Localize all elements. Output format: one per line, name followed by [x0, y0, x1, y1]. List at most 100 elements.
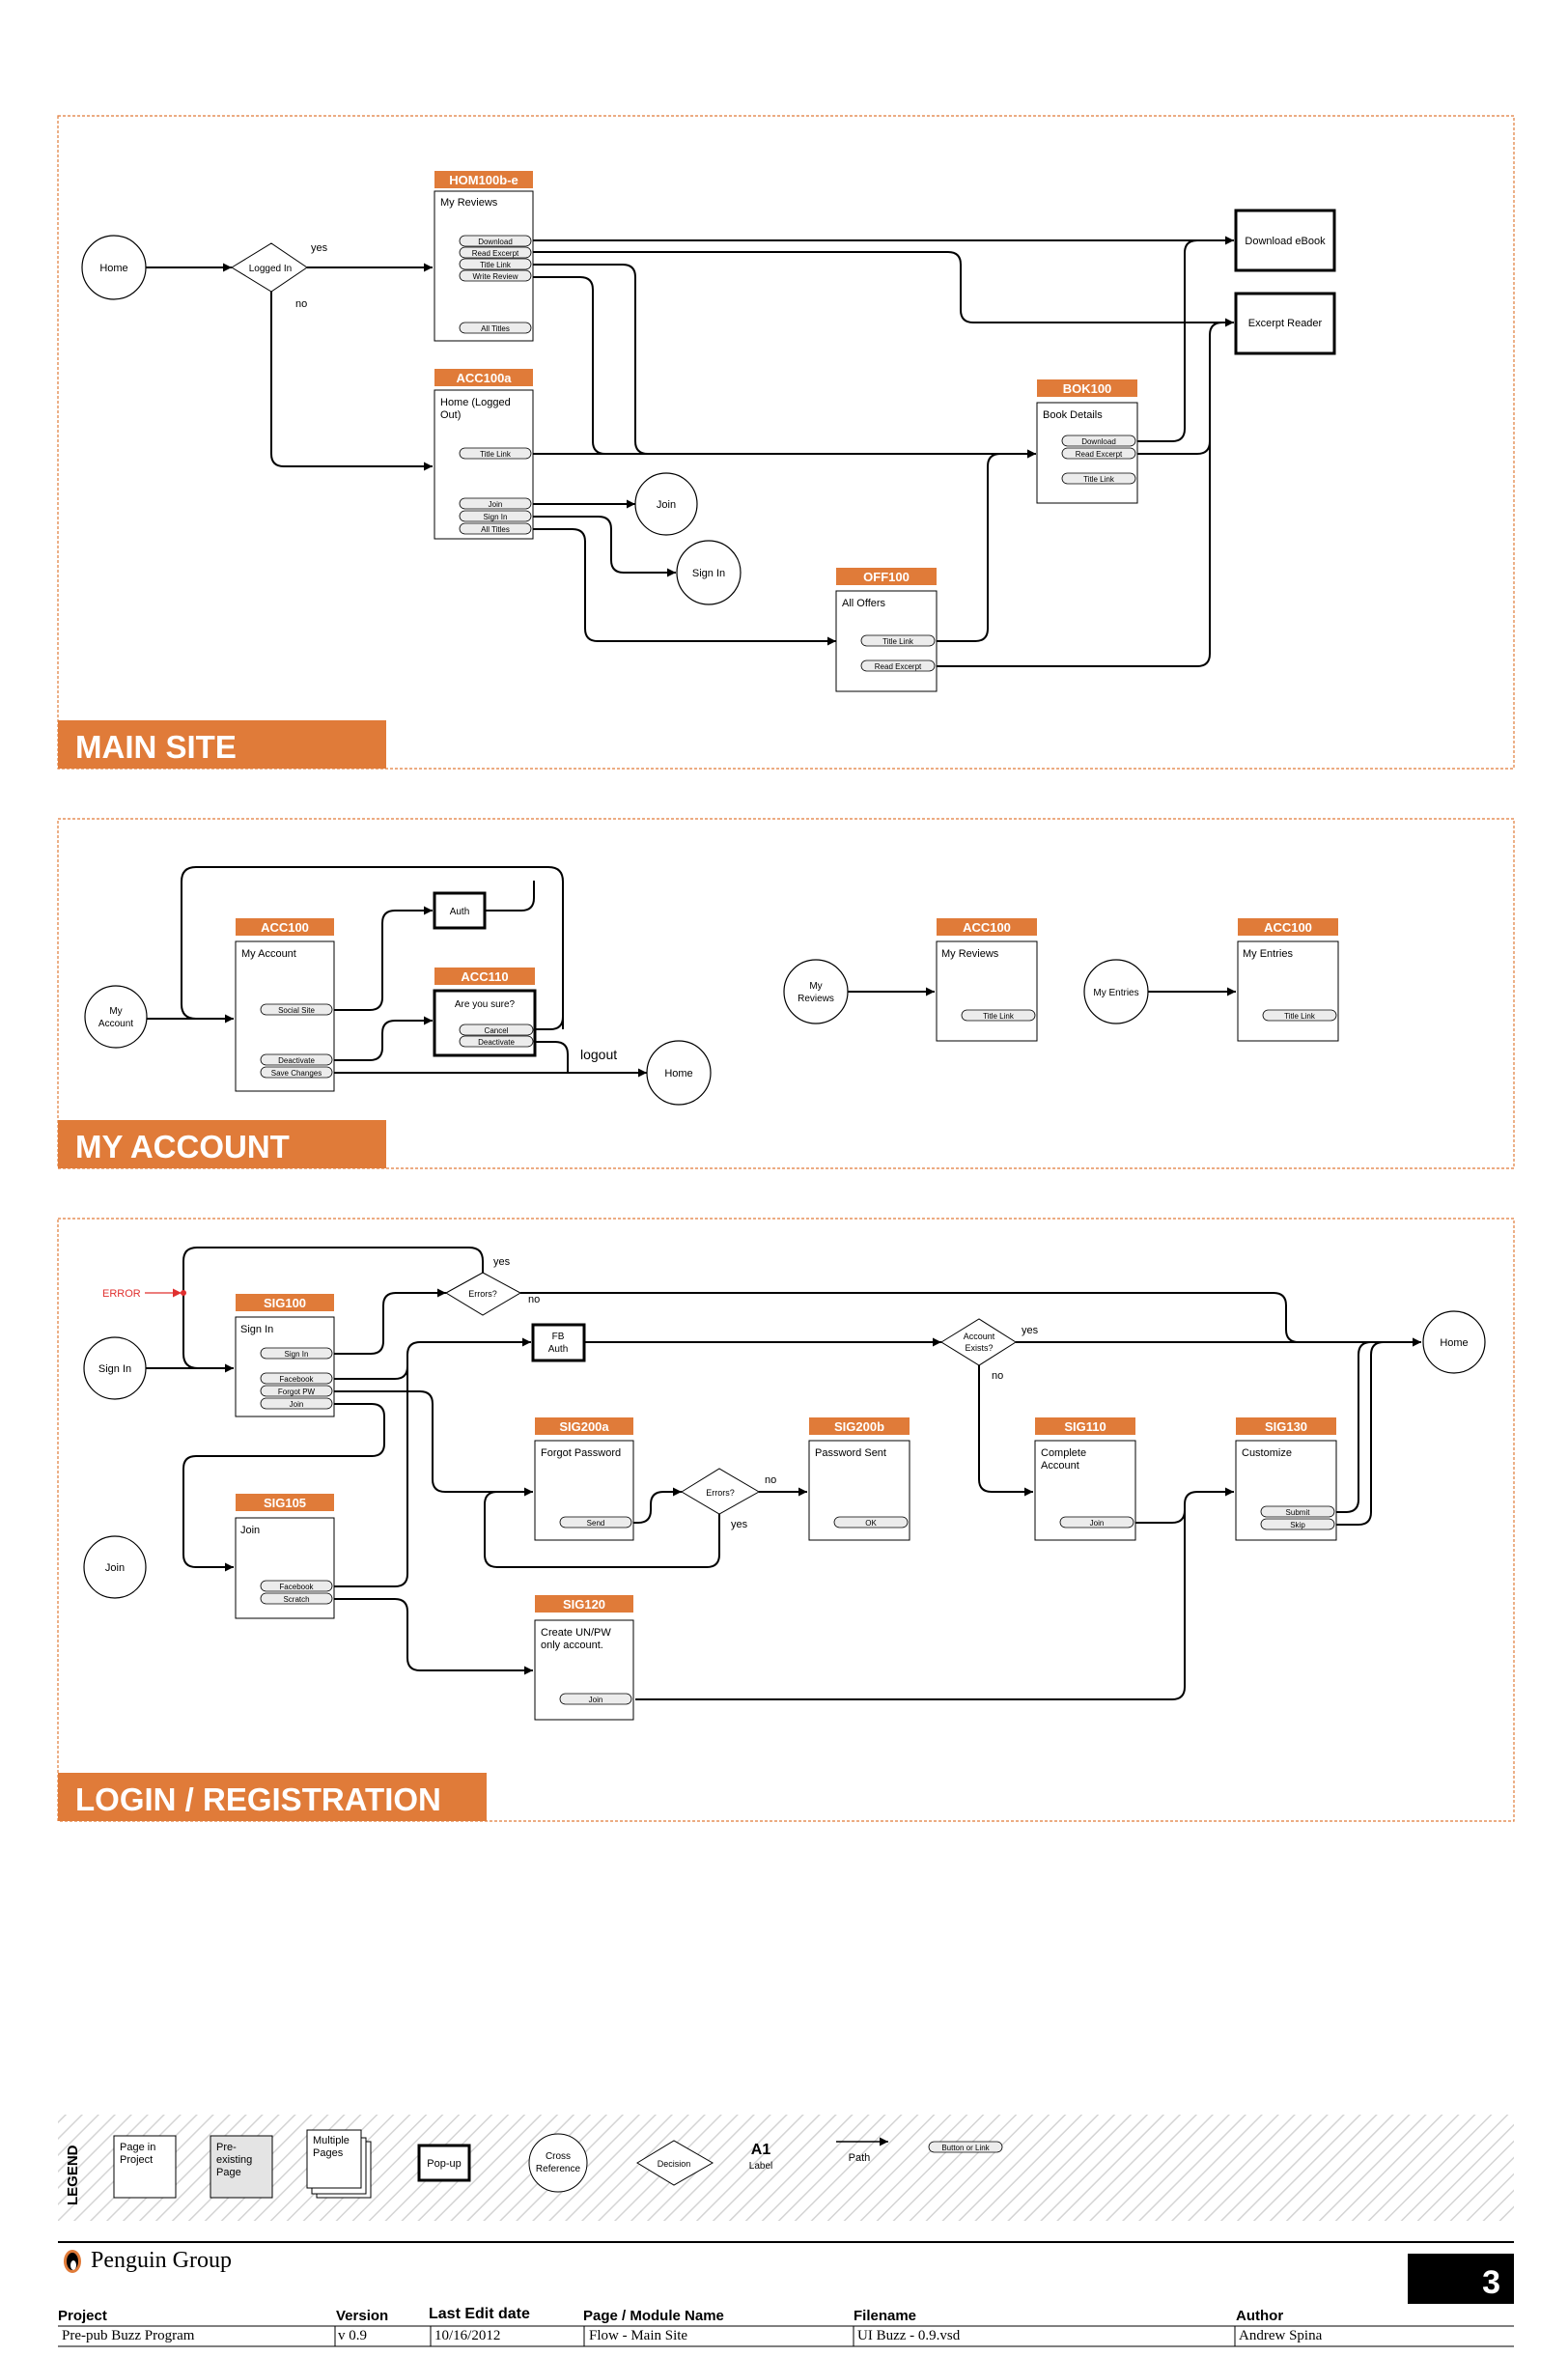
button-read-excerpt[interactable]: Read Excerpt — [1061, 447, 1136, 460]
button-cancel[interactable]: Cancel — [459, 1024, 534, 1036]
path-facebook-to-fb-auth — [334, 1337, 531, 1380]
account-exists-decision: Account Exists? — [940, 1318, 1017, 1366]
button-skip[interactable]: Skip — [1260, 1518, 1335, 1530]
path-hom-read-excerpt — [531, 251, 1234, 327]
button-facebook[interactable]: Facebook — [260, 1580, 333, 1592]
main-site-title: MAIN SITE — [75, 729, 237, 765]
button-download[interactable]: Download — [1061, 435, 1136, 447]
path-no-to-acc100a — [270, 292, 433, 471]
button-title-link[interactable]: Title Link — [459, 258, 532, 270]
svg-text:Download: Download — [1081, 437, 1116, 446]
my-account-node[interactable]: My Account — [84, 985, 148, 1049]
auth-popup[interactable]: Auth — [433, 891, 487, 930]
penguin-logo-icon — [64, 2250, 81, 2273]
svg-text:Deactivate: Deactivate — [278, 1056, 315, 1065]
legend-popup: Pop-up — [417, 2144, 471, 2182]
button-join[interactable]: Join — [260, 1397, 333, 1410]
page-acc100-my-reviews: ACC100 My Reviews Title Link — [936, 918, 1038, 1042]
svg-text:Save Changes: Save Changes — [271, 1069, 322, 1078]
home-node[interactable]: Home — [1422, 1310, 1486, 1374]
main-site-frame — [57, 115, 1515, 770]
button-read-excerpt[interactable]: Read Excerpt — [860, 659, 936, 672]
svg-text:Facebook: Facebook — [279, 1583, 314, 1591]
footer-version-header: Version — [336, 2308, 389, 2324]
button-title-link[interactable]: Title Link — [1061, 472, 1136, 485]
join-node[interactable]: Join — [634, 472, 698, 536]
svg-text:Reviews: Reviews — [798, 994, 834, 1004]
my-account-title: MY ACCOUNT — [75, 1129, 290, 1164]
svg-text:Complete: Complete — [1041, 1447, 1086, 1459]
svg-text:Title Link: Title Link — [1083, 475, 1115, 484]
button-title-link[interactable]: Title Link — [459, 447, 532, 460]
hom100b-e-title: My Reviews — [440, 197, 498, 209]
account-exists-yes-label: yes — [1022, 1325, 1039, 1336]
svg-text:Join: Join — [657, 499, 676, 511]
button-join[interactable]: Join — [1059, 1516, 1134, 1529]
legend-button-or-link: Button or Link — [928, 2141, 1003, 2153]
button-send[interactable]: Send — [559, 1516, 632, 1529]
button-read-excerpt[interactable]: Read Excerpt — [459, 246, 532, 259]
button-join[interactable]: Join — [459, 497, 532, 510]
button-save-changes[interactable]: Save Changes — [260, 1066, 333, 1079]
button-all-titles[interactable]: All Titles — [459, 322, 532, 334]
button-write-review[interactable]: Write Review — [459, 269, 532, 282]
footer-column-dividers — [334, 2326, 1236, 2346]
button-ok[interactable]: OK — [833, 1516, 909, 1529]
button-title-link[interactable]: Title Link — [860, 634, 936, 647]
path-errors-yes-loop-back — [484, 1491, 720, 1568]
button-submit[interactable]: Submit — [1260, 1505, 1335, 1518]
button-deactivate[interactable]: Deactivate — [459, 1035, 534, 1048]
svg-text:Errors?: Errors? — [468, 1289, 497, 1299]
svg-text:Forgot Password: Forgot Password — [541, 1447, 621, 1459]
button-title-link[interactable]: Title Link — [961, 1009, 1036, 1022]
my-reviews-node[interactable]: My Reviews — [783, 959, 849, 1024]
button-scratch[interactable]: Scratch — [260, 1592, 333, 1605]
svg-text:existing: existing — [216, 2154, 252, 2166]
fb-auth-popup[interactable]: FB Auth — [531, 1323, 586, 1362]
page-acc100-my-entries: ACC100 My Entries Title Link — [1237, 918, 1339, 1042]
page-off100: OFF100 All Offers Title Link Read Excerp… — [835, 568, 938, 692]
button-deactivate[interactable]: Deactivate — [260, 1053, 333, 1066]
footer-project-value: Pre-pub Buzz Program — [62, 2328, 195, 2343]
svg-text:All Offers: All Offers — [842, 598, 886, 609]
footer-author-value: Andrew Spina — [1239, 2328, 1323, 2343]
sign-in-node[interactable]: Sign In — [676, 540, 742, 605]
path-social-to-auth — [334, 906, 433, 1011]
svg-text:SIG200b: SIG200b — [834, 1419, 884, 1434]
button-forgot-pw[interactable]: Forgot PW — [260, 1385, 333, 1397]
button-sign-in[interactable]: Sign In — [260, 1347, 333, 1360]
login-diagram — [146, 1247, 1421, 1700]
button-join[interactable]: Join — [559, 1693, 632, 1705]
button-sign-in[interactable]: Sign In — [459, 510, 532, 522]
svg-text:Join: Join — [105, 1562, 125, 1574]
button-social-site[interactable]: Social Site — [260, 1003, 333, 1016]
home-node[interactable]: Home — [646, 1040, 712, 1106]
legend-label: A1 Label — [749, 2142, 772, 2172]
hom100b-e-code: HOM100b-e — [449, 173, 518, 187]
home-node[interactable]: Home — [81, 235, 147, 300]
svg-text:SIG100: SIG100 — [264, 1296, 306, 1310]
svg-text:My Entries: My Entries — [1093, 988, 1138, 998]
join-node[interactable]: Join — [83, 1535, 147, 1599]
excerpt-reader-popup[interactable]: Excerpt Reader — [1234, 292, 1336, 355]
svg-text:Decision: Decision — [658, 2159, 691, 2169]
button-all-titles[interactable]: All Titles — [459, 522, 532, 535]
sign-in-node[interactable]: Sign In — [83, 1336, 147, 1400]
svg-text:Are you sure?: Are you sure? — [455, 999, 516, 1010]
button-title-link[interactable]: Title Link — [1262, 1009, 1337, 1022]
button-facebook[interactable]: Facebook — [260, 1372, 333, 1385]
forgot-errors-yes-label: yes — [731, 1519, 748, 1530]
errors-no-label: no — [528, 1294, 540, 1305]
path-deactivate-to-acc110 — [334, 1016, 433, 1061]
path-send-to-errors — [633, 1487, 682, 1524]
svg-text:Sign In: Sign In — [484, 513, 508, 521]
my-entries-node[interactable]: My Entries — [1083, 959, 1149, 1024]
button-download[interactable]: Download — [459, 235, 532, 247]
svg-text:Social Site: Social Site — [278, 1006, 315, 1015]
svg-text:All Titles: All Titles — [481, 525, 510, 534]
download-ebook-popup[interactable]: Download eBook — [1234, 209, 1336, 272]
svg-text:My: My — [809, 981, 822, 992]
svg-text:Join: Join — [589, 1696, 603, 1704]
legend-cross-reference: Cross Reference — [528, 2133, 588, 2193]
no-label: no — [295, 298, 307, 310]
